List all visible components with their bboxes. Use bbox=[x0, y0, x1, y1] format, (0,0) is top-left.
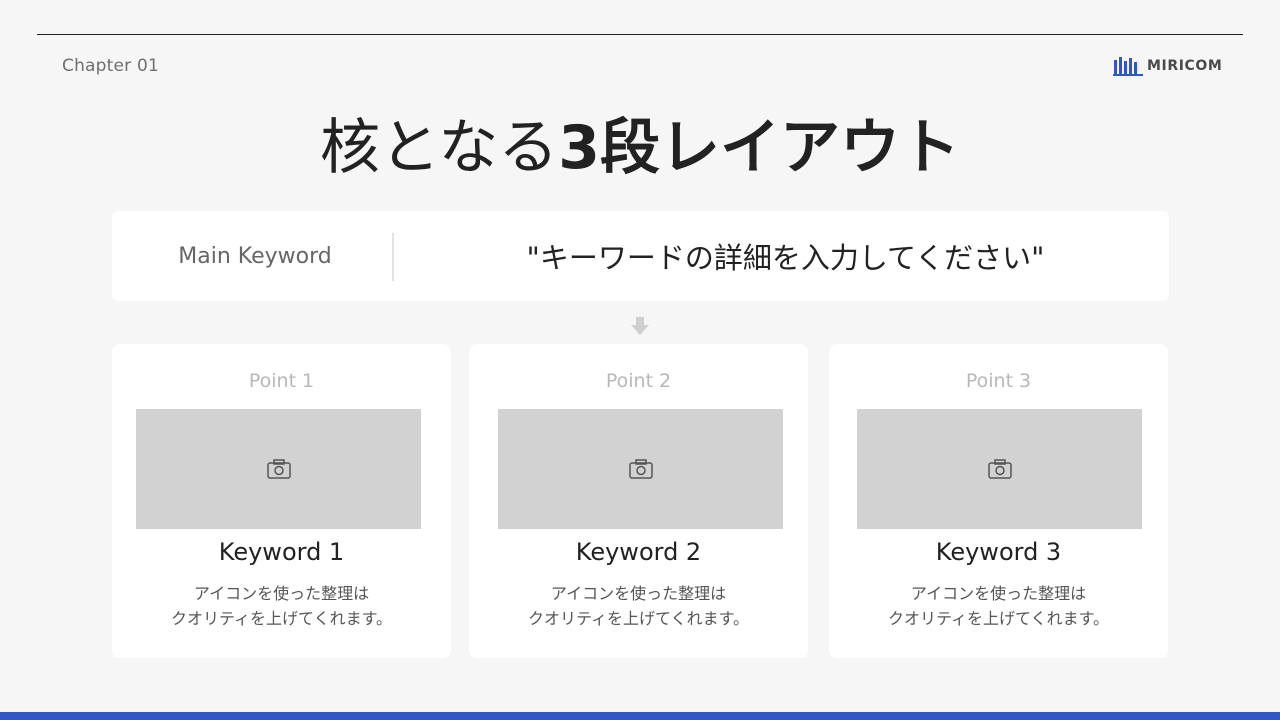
page-title-light: 核となる bbox=[320, 113, 559, 183]
card-description: アイコンを使った整理は クオリティを上げてくれます。 bbox=[829, 581, 1168, 631]
main-keyword-label: Main Keyword bbox=[178, 243, 332, 269]
card-keyword: Keyword 2 bbox=[575, 538, 702, 566]
main-keyword-text: "キーワードの詳細を入力してください" bbox=[526, 241, 1045, 275]
card-description-line: アイコンを使った整理は bbox=[550, 584, 727, 603]
card-description: アイコンを使った整理は クオリティを上げてくれます。 bbox=[112, 581, 451, 631]
page-title-bold: 3段レイアウト bbox=[558, 113, 960, 183]
main-keyword-divider bbox=[392, 233, 394, 281]
card-description-line: クオリティを上げてくれます。 bbox=[888, 609, 1109, 628]
camera-icon bbox=[628, 459, 653, 479]
card-keyword: Keyword 3 bbox=[935, 538, 1062, 566]
point-card-1: Point 1 Keyword 1 アイコンを使った整理は クオリティを上げてく… bbox=[112, 344, 451, 658]
card-description-line: クオリティを上げてくれます。 bbox=[171, 609, 392, 628]
point-card-3: Point 3 Keyword 3 アイコンを使った整理は クオリティを上げてく… bbox=[829, 344, 1168, 658]
building-logo-icon bbox=[1113, 57, 1143, 76]
chapter-label: Chapter 01 bbox=[62, 56, 160, 76]
page-title: 核となる3段レイアウト bbox=[0, 106, 1280, 190]
image-placeholder bbox=[857, 409, 1142, 529]
card-description: アイコンを使った整理は クオリティを上げてくれます。 bbox=[469, 581, 808, 631]
card-description-line: アイコンを使った整理は bbox=[193, 584, 370, 603]
main-keyword-box: Main Keyword "キーワードの詳細を入力してください" bbox=[112, 211, 1169, 301]
card-description-line: クオリティを上げてくれます。 bbox=[528, 609, 749, 628]
card-description-line: アイコンを使った整理は bbox=[910, 584, 1087, 603]
bottom-accent-bar bbox=[0, 712, 1280, 720]
card-keyword: Keyword 1 bbox=[218, 538, 345, 566]
card-point-label: Point 2 bbox=[605, 370, 672, 392]
card-point-label: Point 3 bbox=[965, 370, 1032, 392]
camera-icon bbox=[266, 459, 291, 479]
image-placeholder bbox=[136, 409, 421, 529]
card-point-label: Point 1 bbox=[248, 370, 315, 392]
arrow-down-icon bbox=[630, 316, 650, 340]
camera-icon bbox=[987, 459, 1012, 479]
logo-text: MIRICOM bbox=[1147, 58, 1223, 74]
top-rule bbox=[37, 34, 1243, 35]
logo: MIRICOM bbox=[1113, 54, 1222, 78]
point-card-2: Point 2 Keyword 2 アイコンを使った整理は クオリティを上げてく… bbox=[469, 344, 808, 658]
image-placeholder bbox=[498, 409, 783, 529]
